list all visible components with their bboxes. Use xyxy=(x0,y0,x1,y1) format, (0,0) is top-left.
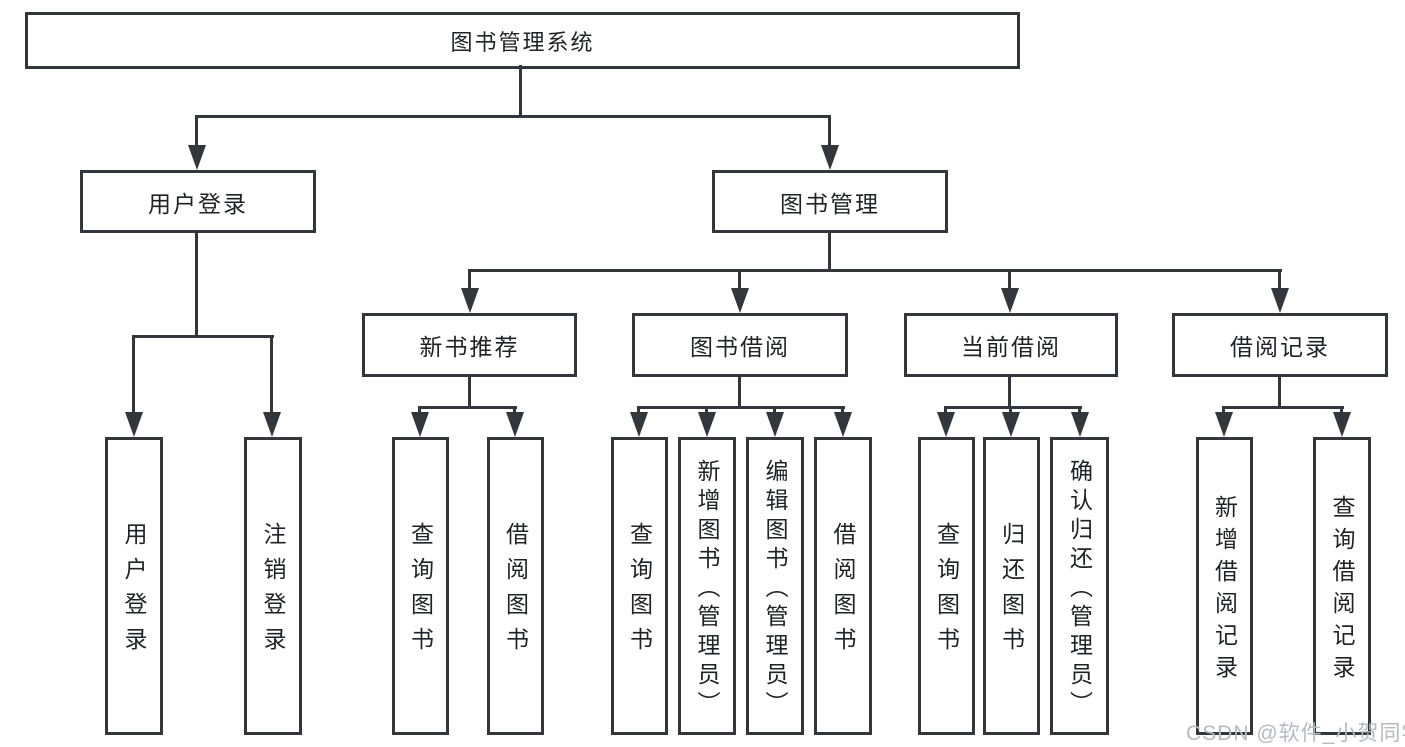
arrow-down-icon xyxy=(188,145,206,170)
arrow-down-icon xyxy=(1271,288,1289,313)
connector-line xyxy=(1009,406,1012,414)
connector-line xyxy=(468,269,471,290)
connector-line xyxy=(944,406,947,414)
arrow-down-icon xyxy=(1333,412,1351,437)
connector-line xyxy=(1008,269,1011,290)
connector-line xyxy=(738,374,741,409)
node-borrowing-records: 借阅记录 xyxy=(1172,313,1388,377)
connector-line xyxy=(1278,374,1281,409)
leaf-query-borrow-record: 查询借阅记录 xyxy=(1313,437,1371,735)
connector-line xyxy=(513,406,516,414)
arrow-down-icon xyxy=(731,288,749,313)
connector-line xyxy=(1222,406,1225,414)
arrow-down-icon xyxy=(263,412,281,437)
connector-line xyxy=(944,406,1082,409)
node-book-management: 图书管理 xyxy=(712,170,948,233)
arrow-down-icon xyxy=(821,145,839,170)
node-book-borrowing: 图书借阅 xyxy=(632,313,848,377)
connector-line xyxy=(195,115,198,147)
connector-line xyxy=(468,269,1282,272)
connector-line xyxy=(828,230,831,272)
arrow-down-icon xyxy=(461,288,479,313)
connector-line xyxy=(1008,374,1011,409)
connector-line xyxy=(195,115,831,118)
connector-line xyxy=(195,230,198,338)
connector-line xyxy=(1340,406,1343,414)
leaf-logout-login: 注销登录 xyxy=(244,437,302,735)
connector-line xyxy=(637,406,845,409)
leaf-add-borrow-record: 新增借阅记录 xyxy=(1196,437,1253,735)
arrow-down-icon xyxy=(1001,288,1019,313)
connector-line xyxy=(738,269,741,290)
arrow-down-icon xyxy=(125,412,143,437)
leaf-query-books-current: 查询图书 xyxy=(918,437,975,735)
leaf-borrow-books-borrow: 借阅图书 xyxy=(814,437,872,735)
arrow-down-icon xyxy=(698,412,716,437)
connector-line xyxy=(519,65,522,118)
connector-line xyxy=(637,406,640,414)
leaf-confirm-return-admin: 确认归还（管理员） xyxy=(1050,437,1109,735)
node-user-login: 用户登录 xyxy=(80,170,316,233)
arrow-down-icon xyxy=(411,412,429,437)
csdn-watermark: CSDN @软件_小贺同学 xyxy=(1186,722,1405,745)
connector-line xyxy=(418,406,421,414)
arrow-down-icon xyxy=(937,412,955,437)
leaf-edit-books-admin: 编辑图书（管理员） xyxy=(746,437,804,735)
arrow-down-icon xyxy=(834,412,852,437)
leaf-user-login: 用户登录 xyxy=(105,437,163,735)
connector-line xyxy=(1222,406,1344,409)
arrow-down-icon xyxy=(506,412,524,437)
arrow-down-icon xyxy=(766,412,784,437)
leaf-add-books-admin: 新增图书（管理员） xyxy=(678,437,736,735)
arrow-down-icon xyxy=(1071,412,1089,437)
connector-line xyxy=(270,335,273,414)
arrow-down-icon xyxy=(1215,412,1233,437)
leaf-query-books-recommend: 查询图书 xyxy=(392,437,449,735)
connector-line xyxy=(132,335,274,338)
connector-line xyxy=(828,115,831,147)
connector-line xyxy=(705,406,708,414)
connector-line xyxy=(418,406,517,409)
leaf-borrow-books-recommend: 借阅图书 xyxy=(487,437,544,735)
arrow-down-icon xyxy=(1002,412,1020,437)
connector-line xyxy=(1078,406,1081,414)
node-new-book-recommend: 新书推荐 xyxy=(362,313,577,377)
connector-line xyxy=(1278,269,1281,290)
leaf-return-books: 归还图书 xyxy=(983,437,1040,735)
arrow-down-icon xyxy=(630,412,648,437)
connector-line xyxy=(841,406,844,414)
leaf-query-books-borrow: 查询图书 xyxy=(611,437,668,735)
node-library-system: 图书管理系统 xyxy=(25,12,1020,69)
connector-line xyxy=(468,374,471,409)
node-current-borrowing: 当前借阅 xyxy=(904,313,1118,377)
connector-line xyxy=(773,406,776,414)
connector-line xyxy=(132,335,135,414)
